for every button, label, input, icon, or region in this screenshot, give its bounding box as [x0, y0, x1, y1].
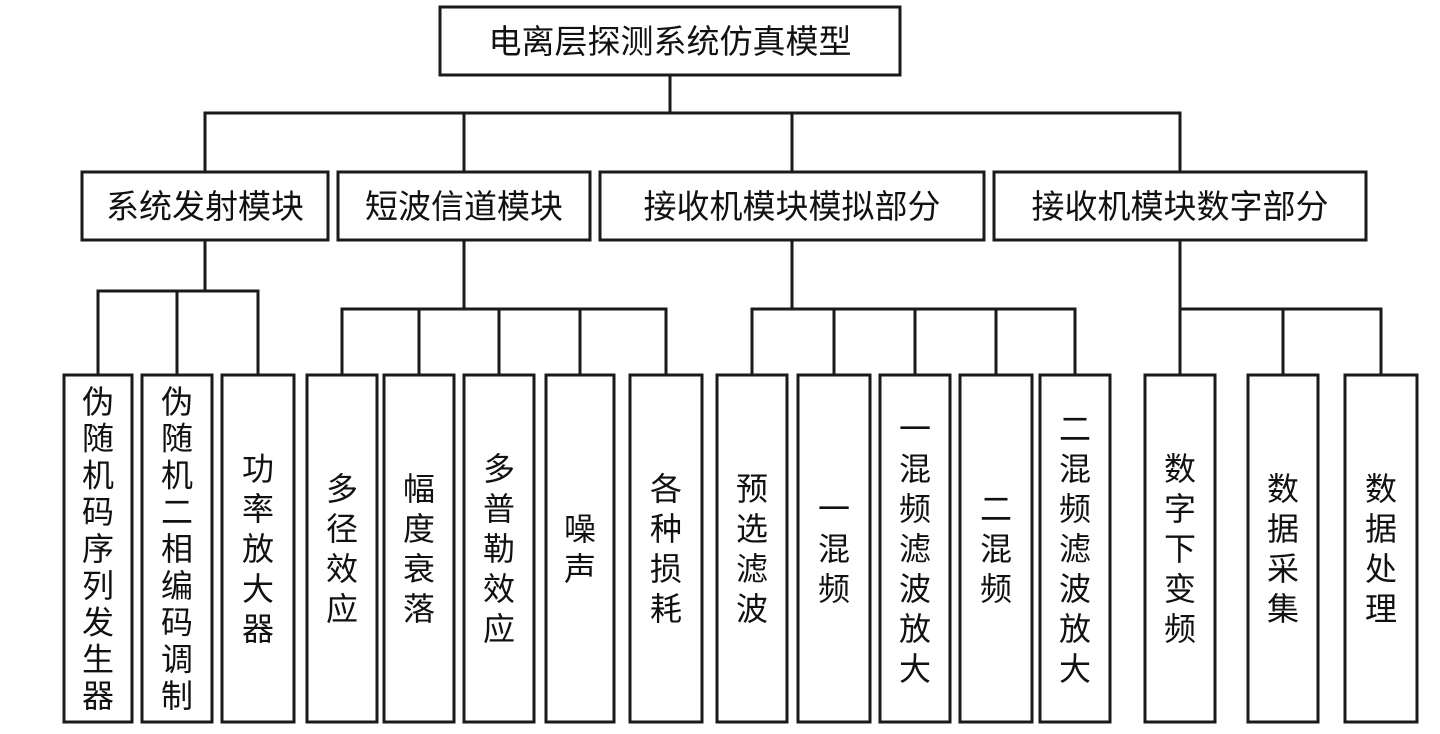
leaf-node-noise-frame — [544, 373, 616, 724]
leaf-node-doppler-frame — [462, 373, 536, 724]
leaf-node-bpsk-modulation: 伪随机二相编码调制 — [140, 373, 214, 724]
leaf-node-losses-label: 各种损耗 — [650, 470, 682, 628]
leaf-node-first-mixer-frame — [796, 373, 872, 724]
leaf-node-multipath-label: 多径效应 — [326, 470, 358, 628]
leaf-node-digital-downconversion-frame — [1143, 373, 1217, 724]
leaf-node-amplitude-fading-frame — [382, 373, 456, 724]
leaf-node-bpsk-modulation-label: 伪随机二相编码调制 — [161, 383, 193, 715]
module-node-rx-digital-label: 接收机模块数字部分 — [1032, 187, 1329, 226]
leaf-node-second-mixer-frame — [958, 373, 1034, 724]
leaf-node-preselect-filter: 预选滤波 — [715, 373, 789, 724]
leaf-node-digital-downconversion: 数字下变频 — [1143, 373, 1217, 724]
module-node-transmit-frame — [80, 170, 330, 242]
leaf-node-preselect-filter-label: 预选滤波 — [736, 470, 768, 628]
module-node-channel-label: 短波信道模块 — [365, 187, 563, 226]
leaf-node-noise-label: 噪声 — [564, 510, 596, 588]
connector-lines — [96, 73, 1383, 377]
leaf-node-losses: 各种损耗 — [628, 373, 704, 724]
root-node: 电离层探测系统仿真模型 — [438, 5, 902, 77]
leaf-node-data-processing-frame — [1343, 373, 1419, 724]
leaf-node-data-acquisition-label: 数据采集 — [1267, 470, 1299, 628]
leaf-node-prn-generator-label: 伪随机码序列发生器 — [82, 383, 114, 715]
leaf-node-preselect-filter-frame — [715, 373, 789, 724]
leaf-node-first-mix-filter-amp-label: 一混频滤波放大 — [899, 410, 931, 688]
leaf-node-prn-generator: 伪随机码序列发生器 — [62, 373, 134, 724]
leaf-node-amplitude-fading-label: 幅度衰落 — [403, 470, 435, 628]
leaf-node-second-mixer-label: 二混频 — [980, 490, 1012, 608]
leaf-node-data-processing: 数据处理 — [1343, 373, 1419, 724]
leaf-node-second-mixer: 二混频 — [958, 373, 1034, 724]
leaf-node-amplitude-fading: 幅度衰落 — [382, 373, 456, 724]
leaf-node-first-mixer-label: 一混频 — [818, 490, 850, 608]
leaf-node-data-processing-label: 数据处理 — [1365, 470, 1397, 628]
leaf-node-prn-generator-frame — [62, 373, 134, 724]
leaf-node-second-mix-filter-amp-label: 二混频滤波放大 — [1059, 410, 1091, 688]
module-node-rx-analog: 接收机模块模拟部分 — [598, 170, 986, 242]
module-node-transmit: 系统发射模块 — [80, 170, 330, 242]
root-node-frame — [438, 5, 902, 77]
leaf-node-data-acquisition-frame — [1246, 373, 1320, 724]
leaf-node-doppler: 多普勒效应 — [462, 373, 536, 724]
leaf-node-losses-frame — [628, 373, 704, 724]
module-node-rx-digital-frame — [992, 170, 1368, 242]
module-node-rx-analog-frame — [598, 170, 986, 242]
leaf-node-data-acquisition: 数据采集 — [1246, 373, 1320, 724]
module-node-channel: 短波信道模块 — [336, 170, 592, 242]
leaf-node-digital-downconversion-label: 数字下变频 — [1164, 450, 1196, 648]
root-node-label: 电离层探测系统仿真模型 — [489, 22, 852, 61]
leaf-node-first-mixer: 一混频 — [796, 373, 872, 724]
leaf-node-power-amplifier: 功率放大器 — [220, 373, 296, 724]
module-node-rx-analog-label: 接收机模块模拟部分 — [644, 187, 941, 226]
leaf-node-bpsk-modulation-frame — [140, 373, 214, 724]
module-node-rx-digital: 接收机模块数字部分 — [992, 170, 1368, 242]
module-node-channel-frame — [336, 170, 592, 242]
leaf-node-first-mix-filter-amp-frame — [878, 373, 952, 724]
leaf-node-power-amplifier-frame — [220, 373, 296, 724]
leaf-node-multipath-frame — [305, 373, 379, 724]
leaf-node-doppler-label: 多普勒效应 — [483, 450, 515, 648]
leaf-node-multipath: 多径效应 — [305, 373, 379, 724]
leaf-node-first-mix-filter-amp: 一混频滤波放大 — [878, 373, 952, 724]
leaf-node-power-amplifier-label: 功率放大器 — [242, 450, 274, 648]
module-node-transmit-label: 系统发射模块 — [106, 187, 304, 226]
leaf-node-second-mix-filter-amp-frame — [1038, 373, 1112, 724]
leaf-node-second-mix-filter-amp: 二混频滤波放大 — [1038, 373, 1112, 724]
leaf-node-noise: 噪声 — [544, 373, 616, 724]
